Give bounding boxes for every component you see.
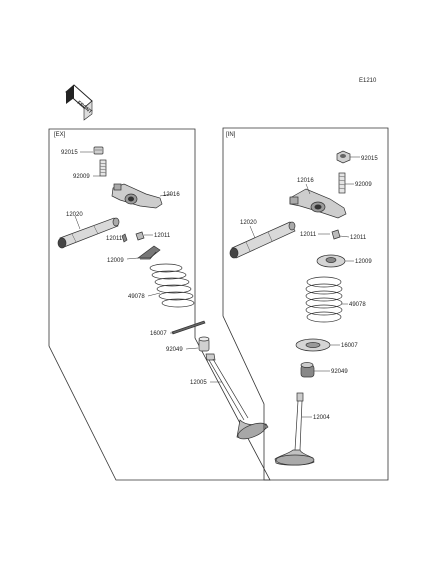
label-ex-16007: 16007: [150, 331, 167, 337]
label-in-12004: 12004: [313, 415, 330, 421]
label-in-16007: 16007: [341, 343, 358, 349]
label-in-92049: 92049: [331, 369, 348, 375]
label-ex-92015: 92015: [61, 150, 78, 156]
front-arrow-icon: FRONT: [65, 84, 93, 121]
part-nut-92015[interactable]: [336, 150, 351, 164]
part-rocker-shaft-12020[interactable]: [229, 221, 296, 259]
label-in-49078: 49078: [349, 302, 366, 308]
part-cotter-12009[interactable]: [136, 245, 161, 260]
part-spring-seat-16007[interactable]: [295, 338, 331, 352]
part-rocker-arm-12016[interactable]: [111, 183, 163, 209]
part-circlip-12011[interactable]: [331, 229, 341, 240]
part-retainer-12009[interactable]: [316, 254, 346, 268]
panel-intake: [IN] 92015 12016 92009: [222, 127, 389, 481]
part-rocker-shaft-12020[interactable]: [57, 217, 120, 249]
label-ex-12011-b: 12011: [154, 233, 171, 239]
label-ex-12016: 12016: [163, 192, 180, 198]
label-in-12011-a: 12011: [300, 232, 317, 238]
part-circlip-12011[interactable]: [121, 231, 145, 243]
label-in-92009: 92009: [355, 182, 372, 188]
label-in-12011-b: 12011: [350, 235, 367, 241]
label-ex-92009: 92009: [73, 174, 90, 180]
part-valve-spring-49078[interactable]: [149, 263, 195, 308]
panel-ex-header: [EX]: [54, 132, 66, 138]
label-in-12009: 12009: [355, 259, 372, 265]
label-in-12020: 12020: [240, 220, 257, 226]
part-intake-valve-12004[interactable]: [274, 392, 315, 466]
label-ex-49078: 49078: [128, 294, 145, 300]
panel-exhaust: [EX] 92015 92009 12016: [48, 128, 271, 481]
part-screw-92009[interactable]: [99, 159, 107, 177]
part-valve-seal-92049[interactable]: [300, 362, 315, 378]
label-ex-12011-a: 12011: [106, 236, 123, 242]
part-exhaust-valve-12005[interactable]: [205, 353, 269, 442]
label-ex-12009: 12009: [107, 258, 124, 264]
part-screw-92009[interactable]: [338, 172, 346, 194]
diagram-code: E1210: [359, 78, 377, 84]
part-valve-spring-49078[interactable]: [305, 276, 343, 323]
label-ex-12020: 12020: [66, 212, 83, 218]
part-valve-seal-92049[interactable]: [198, 336, 210, 352]
part-rocker-arm-12016[interactable]: [289, 188, 347, 219]
panel-in-header: [IN]: [226, 132, 236, 138]
part-seal-16007[interactable]: [171, 320, 206, 335]
label-in-12016: 12016: [297, 178, 314, 184]
label-in-92015: 92015: [361, 156, 378, 162]
part-nut-92015[interactable]: [93, 146, 104, 155]
label-ex-12005: 12005: [190, 380, 207, 386]
label-ex-92049: 92049: [166, 347, 183, 353]
